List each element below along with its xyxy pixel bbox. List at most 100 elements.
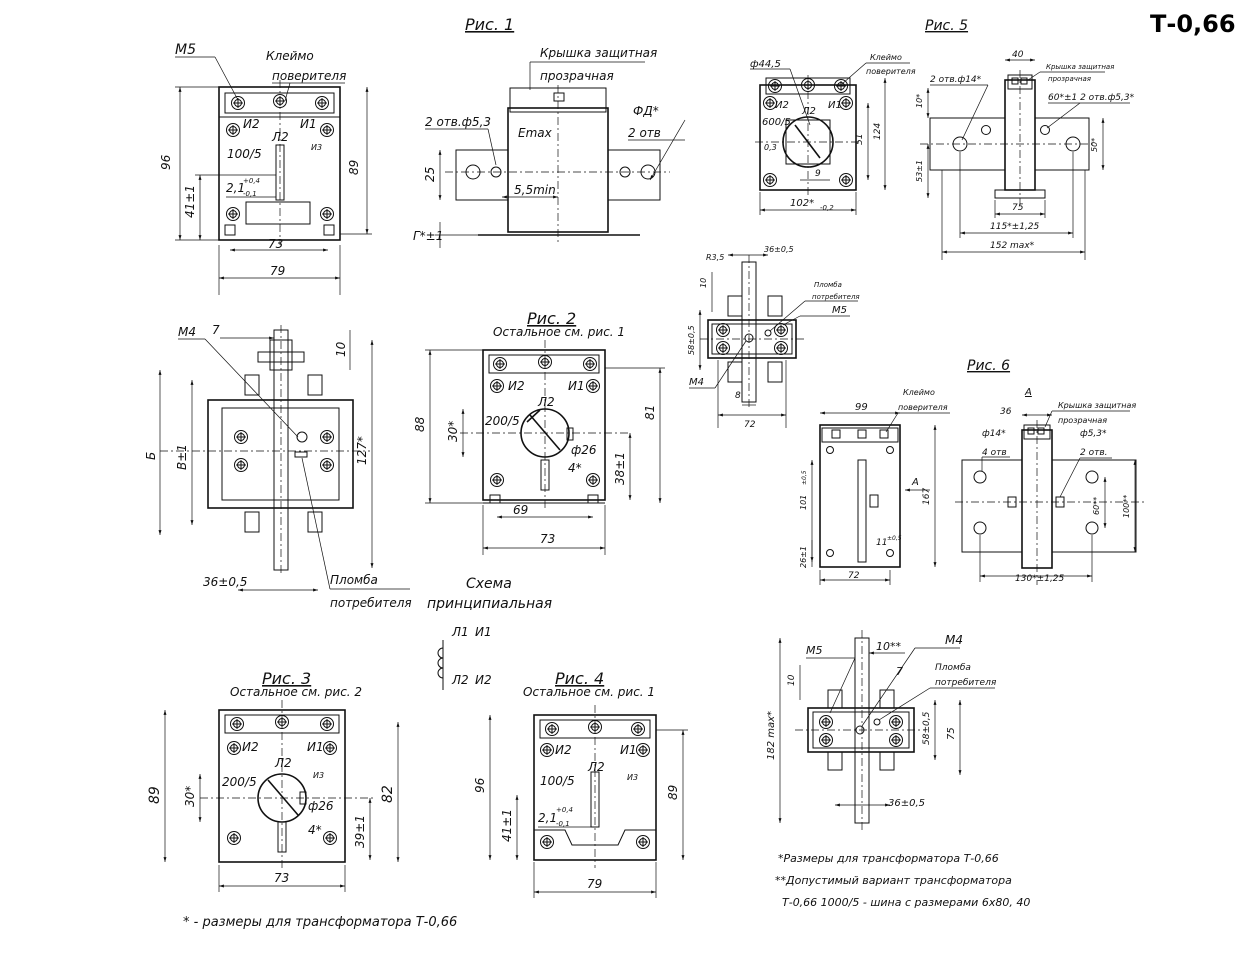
scheme-i1: И1: [475, 625, 492, 639]
fig1-l2: Л2: [271, 130, 289, 144]
fig6-poveritelya: поверителя: [898, 403, 948, 412]
fig5-d40: 40: [1012, 50, 1024, 60]
mid-m5: М5: [832, 305, 847, 316]
fig4-front-view: Рис. 4 Остальное см. рис. 1 И2 И1 Л2 100…: [473, 669, 688, 898]
fig3-i1: И1: [307, 740, 324, 754]
br-d10s: 10**: [876, 640, 901, 653]
br-potrebitelya: потребителя: [935, 678, 997, 688]
fig5-poveritelya: поверителя: [866, 67, 916, 76]
fig5-d50: 50*: [1090, 138, 1099, 152]
mid-d8: 8: [735, 391, 741, 401]
side-d10: 10: [334, 341, 348, 357]
fig2-i2: И2: [508, 379, 525, 393]
fig2-d69: 69: [513, 503, 528, 517]
fig2-front-view: Рис. 2 Остальное см. рис. 1 И2 И1 Л2: [413, 309, 665, 555]
fig5-cover2: прозрачная: [1048, 75, 1091, 83]
fig5-cover1: Крышка защитная: [1046, 63, 1114, 71]
mid-d10: 10: [699, 278, 708, 288]
fig5-caption: Рис. 5: [925, 18, 968, 34]
fig4-d79: 79: [587, 877, 602, 891]
fig1-d41: 41±1: [183, 185, 197, 218]
fig1-d25: 25: [423, 167, 437, 182]
fig3-d39: 39±1: [353, 815, 367, 848]
fig5-d53: 53±1: [915, 160, 924, 182]
fig1-d21-sup: +0,4: [243, 177, 260, 185]
fig3-front-view: Рис. 3 Остальное см. рис. 2 И2 И1 Л2 И3 …: [147, 669, 400, 892]
document-title: Т-0,66: [1150, 10, 1236, 38]
fig2-d88: 88: [413, 416, 427, 432]
fig1-d73: 73: [268, 237, 283, 251]
fig1-fd: ФД*: [633, 104, 659, 118]
fig5-d03: 0,3: [764, 143, 777, 152]
fig6-a2: А: [1024, 387, 1032, 398]
fig4-d21-sup: +0,4: [556, 806, 573, 814]
fig4-sub: Остальное см. рис. 1: [523, 685, 655, 699]
fig1-klemmo: Клеймо: [266, 49, 314, 63]
fig4-i3: И3: [627, 773, 638, 782]
fig2-phi26: ф26: [571, 443, 597, 457]
fig5-l2: Л2: [801, 106, 816, 117]
fig5-d102: 102*: [790, 198, 814, 209]
fig6-d11: 11: [876, 538, 887, 548]
fig6-d26: 26±1: [799, 546, 808, 568]
fig4-d41: 41±1: [500, 809, 514, 842]
fig1-d55: 5,5min: [514, 183, 556, 197]
fig5-d124: 124: [873, 123, 883, 140]
fig6-phi53: ф5,3*: [1080, 429, 1107, 439]
fig1-m5: М5: [175, 42, 196, 58]
fig4-d21-sub: -0,1: [556, 820, 570, 828]
fig6-d101: 101: [799, 495, 808, 510]
fig6-d100: 100**: [1122, 495, 1131, 518]
mid-plomba: Пломба: [814, 281, 842, 289]
scheme-l1: Л1: [451, 625, 469, 639]
br-d7: 7: [896, 665, 903, 678]
fig3-d82: 82: [380, 785, 396, 803]
fig3-i3: И3: [313, 771, 324, 780]
fig1-d79: 79: [270, 264, 285, 278]
fig3-d73: 73: [274, 871, 289, 885]
fig5-klemmo: Клеймо: [870, 53, 902, 62]
fig4-d89: 89: [666, 785, 680, 800]
br-m5: М5: [806, 644, 823, 657]
fig1-holes: 2 отв.ф5,3: [425, 115, 491, 129]
fig1-cover2: прозрачная: [540, 69, 614, 83]
fig3-d30: 30*: [183, 786, 197, 807]
fig4-i1: И1: [620, 743, 637, 757]
fig4-ratio: 100/5: [540, 774, 575, 788]
fig6-a: А: [911, 477, 919, 488]
fig2-caption: Рис. 2: [527, 309, 576, 328]
middle-top-view: R3,5 36±0,5 10 58±0,5 Пломба потребителя…: [687, 245, 860, 430]
fig1-side-view: Крышка защитная прозрачная Emax 2 отв.ф5…: [413, 46, 686, 248]
fig5-i2: И2: [775, 100, 789, 111]
fig5-d10: 10*: [915, 94, 924, 108]
fig2-d38: 38±1: [613, 452, 627, 485]
fig3-caption: Рис. 3: [262, 669, 311, 688]
side-d127: 127*: [355, 436, 369, 465]
fig3-d4: 4*: [308, 823, 322, 837]
fig1-i3: И3: [311, 143, 322, 152]
fig3-sub: Остальное см. рис. 2: [230, 685, 362, 699]
fig2-l2: Л2: [537, 395, 555, 409]
fig5-d115: 115*±1,25: [990, 222, 1040, 232]
fig6-d11-sup: ±0,5: [887, 535, 902, 542]
fig1-d21-sub: -0,1: [243, 190, 257, 198]
br-d10: 10: [787, 674, 797, 686]
fig4-l2: Л2: [587, 760, 605, 774]
fig5-holes53: 60*±1 2 отв.ф5,3*: [1048, 93, 1135, 103]
fig6-cover2: прозрачная: [1058, 416, 1107, 425]
fig1-caption: Рис. 1: [465, 15, 514, 34]
side-d36: 36±0,5: [203, 575, 247, 589]
mid-r35: R3,5: [706, 253, 724, 262]
fig6-front-view: Рис. 6 Клеймо поверителя 99 А 101 ±0,5: [799, 358, 1010, 585]
fig1-i1: И1: [300, 117, 317, 131]
fig2-i1: И1: [568, 379, 585, 393]
fig1-ratio: 100/5: [227, 147, 262, 161]
side-potrebitelya: потребителя: [330, 596, 412, 610]
fig5-d152: 152 max*: [990, 241, 1035, 251]
fig1-d96: 96: [159, 154, 173, 170]
fig6-holes2: 2 отв.: [1080, 448, 1108, 458]
side-dv: В±1: [175, 444, 189, 470]
fig5-d75: 75: [1012, 203, 1024, 213]
fig6-d60: 60**: [1092, 497, 1101, 515]
